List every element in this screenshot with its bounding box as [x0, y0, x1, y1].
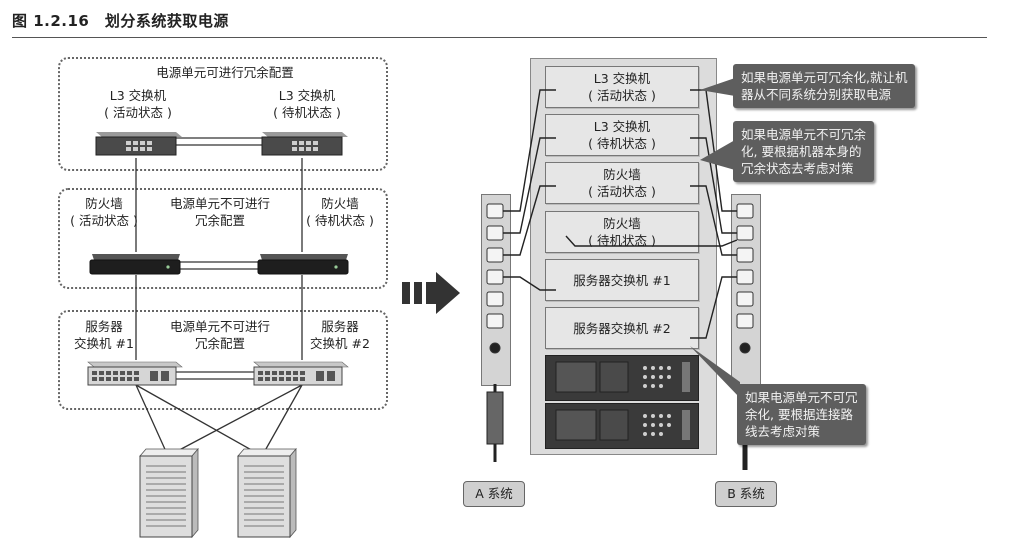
sw-group-line2: 冗余配置	[194, 336, 245, 351]
l3-active-name: L3 交换机	[109, 88, 167, 103]
rack-unit-server-switch-1-label: 服务器交换机 #1	[573, 273, 671, 288]
l3-standby-state: ( 待机状态 )	[273, 105, 341, 120]
firewall-group-box	[58, 188, 388, 289]
figure-title: 图 1.2.16 划分系统获取电源	[12, 12, 229, 30]
fw-group-line1: 电源单元不可进行	[169, 196, 270, 211]
rack-unit-server-switch-2: 服务器交换机 #2	[545, 307, 699, 349]
server-switch-group-box	[58, 310, 388, 410]
server-1-device	[139, 447, 199, 539]
title-rule	[12, 37, 987, 38]
rack-unit-fw-standby-line2: ( 待机状态 )	[588, 233, 656, 248]
l3-active-state: ( 活动状态 )	[104, 105, 172, 120]
l3-standby-name: L3 交换机	[278, 88, 336, 103]
fw-standby-state: ( 待机状态 )	[306, 213, 374, 228]
l3-switch-standby-device	[261, 132, 348, 156]
rack-unit-l3-active: L3 交换机 ( 活动状态 )	[545, 66, 699, 108]
fw-group-line2: 冗余配置	[194, 213, 245, 228]
callout-note-redundant-line2: 器从不同系统分别获取电源	[741, 87, 892, 102]
system-a-label: A 系统	[463, 481, 525, 507]
sw-group-line1: 电源单元不可进行	[169, 319, 270, 334]
callout-note-device-redundancy-line2: 化, 要根据机器本身的	[741, 144, 862, 159]
l3-switch-active-device	[95, 132, 182, 156]
server-switch-1-device	[87, 361, 183, 386]
firewall-active-device	[89, 254, 181, 275]
callout-note-redundant-line1: 如果电源单元可冗余化,就让机	[741, 70, 908, 85]
firewall-standby-device	[257, 254, 349, 275]
rack-unit-server-switch-2-label: 服务器交换机 #2	[573, 321, 671, 336]
fw-active-name: 防火墙	[85, 196, 123, 211]
sw1-label-line1: 服务器	[85, 319, 123, 334]
system-b-label: B 系统	[715, 481, 777, 507]
fw-active-state: ( 活动状态 )	[70, 213, 138, 228]
callout-note-connection-path: 如果电源单元不可冗 余化, 要根据连接路 线去考虑对策	[737, 384, 866, 445]
rack-server-2-panel	[555, 409, 690, 441]
callout-note-device-redundancy-line3: 冗余状态去考虑对策	[741, 161, 854, 176]
l3-group-label: 电源单元可进行冗余配置	[156, 65, 294, 80]
rack-unit-fw-active: 防火墙 ( 活动状态 )	[545, 162, 699, 204]
sw2-label-line2: 交换机 #2	[310, 336, 370, 351]
rack-server-1-panel	[555, 361, 690, 393]
callout-note-connection-path-line3: 线去考虑对策	[745, 424, 821, 439]
pdu-a-outlets	[486, 203, 504, 354]
callout-note-device-redundancy-line1: 如果电源单元不可冗余	[741, 127, 867, 142]
rack-unit-l3-standby-line2: ( 待机状态 )	[588, 136, 656, 151]
callout-note-device-redundancy: 如果电源单元不可冗余 化, 要根据机器本身的 冗余状态去考虑对策	[733, 121, 875, 182]
rack-unit-fw-active-line1: 防火墙	[603, 167, 641, 182]
rack-unit-l3-active-line2: ( 活动状态 )	[588, 88, 656, 103]
rack-unit-fw-active-line2: ( 活动状态 )	[588, 184, 656, 199]
server-switch-2-device	[253, 361, 349, 386]
fw-standby-name: 防火墙	[321, 196, 359, 211]
callout-note-redundant: 如果电源单元可冗余化,就让机 器从不同系统分别获取电源	[733, 64, 916, 108]
pdu-b-outlets	[736, 203, 754, 354]
rack-unit-l3-standby: L3 交换机 ( 待机状态 )	[545, 114, 699, 156]
sw2-label-line1: 服务器	[321, 319, 359, 334]
callout-note-connection-path-line2: 余化, 要根据连接路	[745, 407, 853, 422]
rack-unit-l3-standby-line1: L3 交换机	[593, 119, 651, 134]
rack-unit-l3-active-line1: L3 交换机	[593, 71, 651, 86]
sw1-label-line2: 交换机 #1	[74, 336, 134, 351]
rack-unit-fw-standby-line1: 防火墙	[603, 216, 641, 231]
pdu-a-plug	[486, 384, 504, 462]
l3-group-box	[58, 57, 388, 171]
server-2-device	[237, 447, 297, 539]
rack-unit-server-switch-1: 服务器交换机 #1	[545, 259, 699, 301]
callout-note-connection-path-line1: 如果电源单元不可冗	[745, 390, 858, 405]
